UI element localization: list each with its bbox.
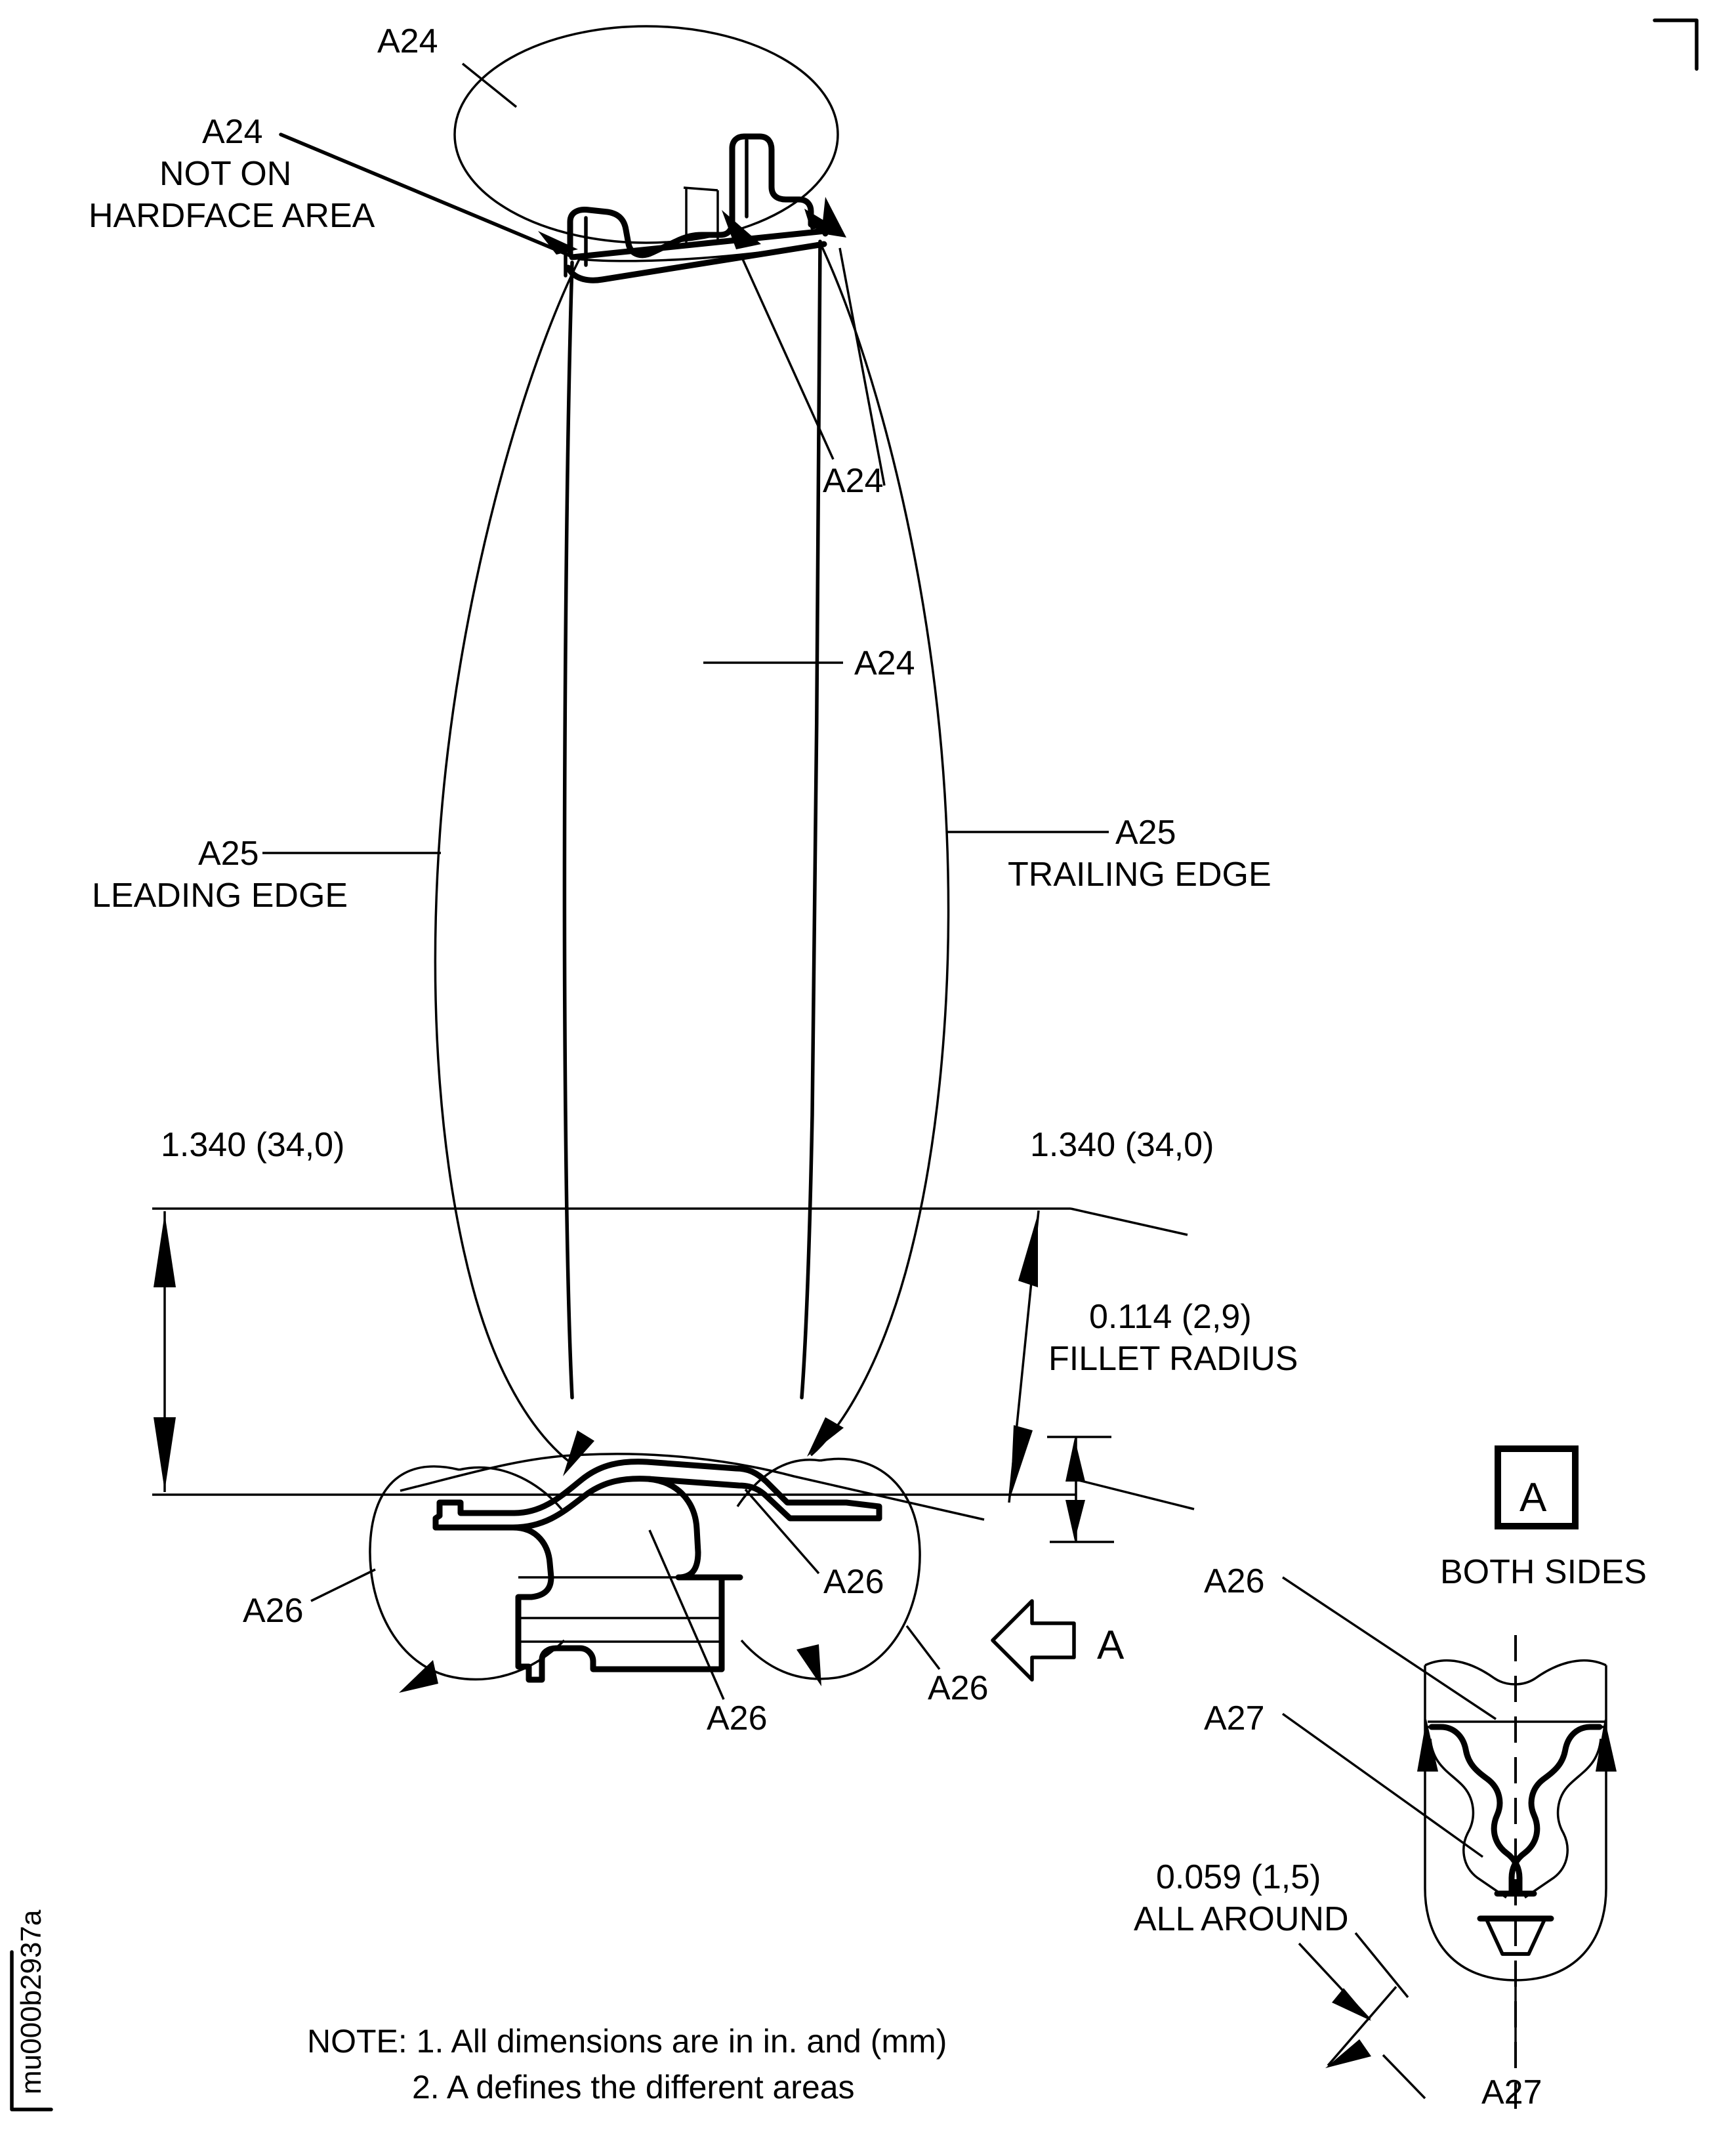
leader-a27-detail <box>1281 1713 1484 1858</box>
leader-a24-not-on-hardface <box>279 133 576 259</box>
dimension-right-span <box>1008 1207 1195 1510</box>
label-a25-leading-line2: LEADING EDGE <box>92 877 348 915</box>
leader-a26-detail <box>1282 1576 1497 1720</box>
root-balloon-left <box>369 1465 566 1681</box>
label-a24-airfoil: A24 <box>854 644 915 682</box>
label-dim-left-span: 1.340 (34,0) <box>161 1126 344 1164</box>
label-both-sides: BOTH SIDES <box>1440 1553 1647 1591</box>
dimension-left-span <box>152 1207 1076 1496</box>
label-fillet-caption: FILLET RADIUS <box>1048 1340 1298 1378</box>
note-line-2: 2. A defines the different areas <box>412 2069 855 2106</box>
leader-a24-tip-right <box>722 197 886 486</box>
dimension-fillet-radius <box>1047 1436 1114 1543</box>
leader-a26-bottom-right <box>905 1625 941 1671</box>
label-a26-detail: A26 <box>1204 1562 1265 1600</box>
corner-bracket-top-right <box>1653 18 1699 71</box>
label-a25-trailing-line1: A25 <box>1115 814 1176 852</box>
label-a26-left: A26 <box>243 1592 304 1630</box>
blade-tip-balloon <box>453 25 839 244</box>
label-a24-tip-right: A24 <box>823 462 884 500</box>
label-a25-leading-line1: A25 <box>198 835 259 873</box>
label-a27-detail: A27 <box>1204 1699 1265 1737</box>
section-box-a <box>1495 1445 1579 1529</box>
label-a24-not-on-hardface-line2: NOT ON <box>159 155 291 193</box>
label-a24-not-on-hardface-line3: HARDFACE AREA <box>89 197 375 235</box>
label-a24-not-on-hardface-line1: A24 <box>202 113 263 151</box>
drawing-number: mu000b2937a <box>15 1909 47 2094</box>
label-a26-mid-right: A26 <box>823 1563 884 1601</box>
label-a27-bottom: A27 <box>1481 2073 1542 2111</box>
dimension-detail-all-around <box>1298 1932 1426 2100</box>
blade-root-section <box>400 1453 985 1683</box>
label-a26-bottom-right: A26 <box>928 1669 989 1707</box>
label-a25-trailing-line2: TRAILING EDGE <box>1008 856 1271 894</box>
leader-a26-left <box>310 1568 376 1602</box>
label-dim-right-span: 1.340 (34,0) <box>1030 1126 1214 1164</box>
root-arrows <box>399 1417 844 1693</box>
airfoil-outline <box>434 239 950 1463</box>
note-line-1: NOTE: 1. All dimensions are in in. and (… <box>307 2023 947 2060</box>
detail-view-root <box>1417 1635 1617 2123</box>
section-arrow-a <box>991 1599 1076 1682</box>
label-detail-value: 0.059 (1,5) <box>1156 1858 1321 1896</box>
label-fillet-value: 0.114 (2,9) <box>1089 1298 1252 1336</box>
leader-a26-mid-right <box>744 1488 820 1575</box>
leader-a26-bottom-center <box>648 1529 725 1700</box>
label-a26-bottom-center: A26 <box>707 1699 768 1737</box>
label-detail-caption: ALL AROUND <box>1134 1900 1349 1938</box>
label-section-box-letter: A <box>1519 1475 1547 1520</box>
drawing-number-block: mu000b2937a <box>10 1909 53 2111</box>
label-a24-tip-top: A24 <box>377 22 438 60</box>
label-section-arrow-letter: A <box>1097 1623 1125 1668</box>
leader-a24-tip-top <box>461 62 518 108</box>
